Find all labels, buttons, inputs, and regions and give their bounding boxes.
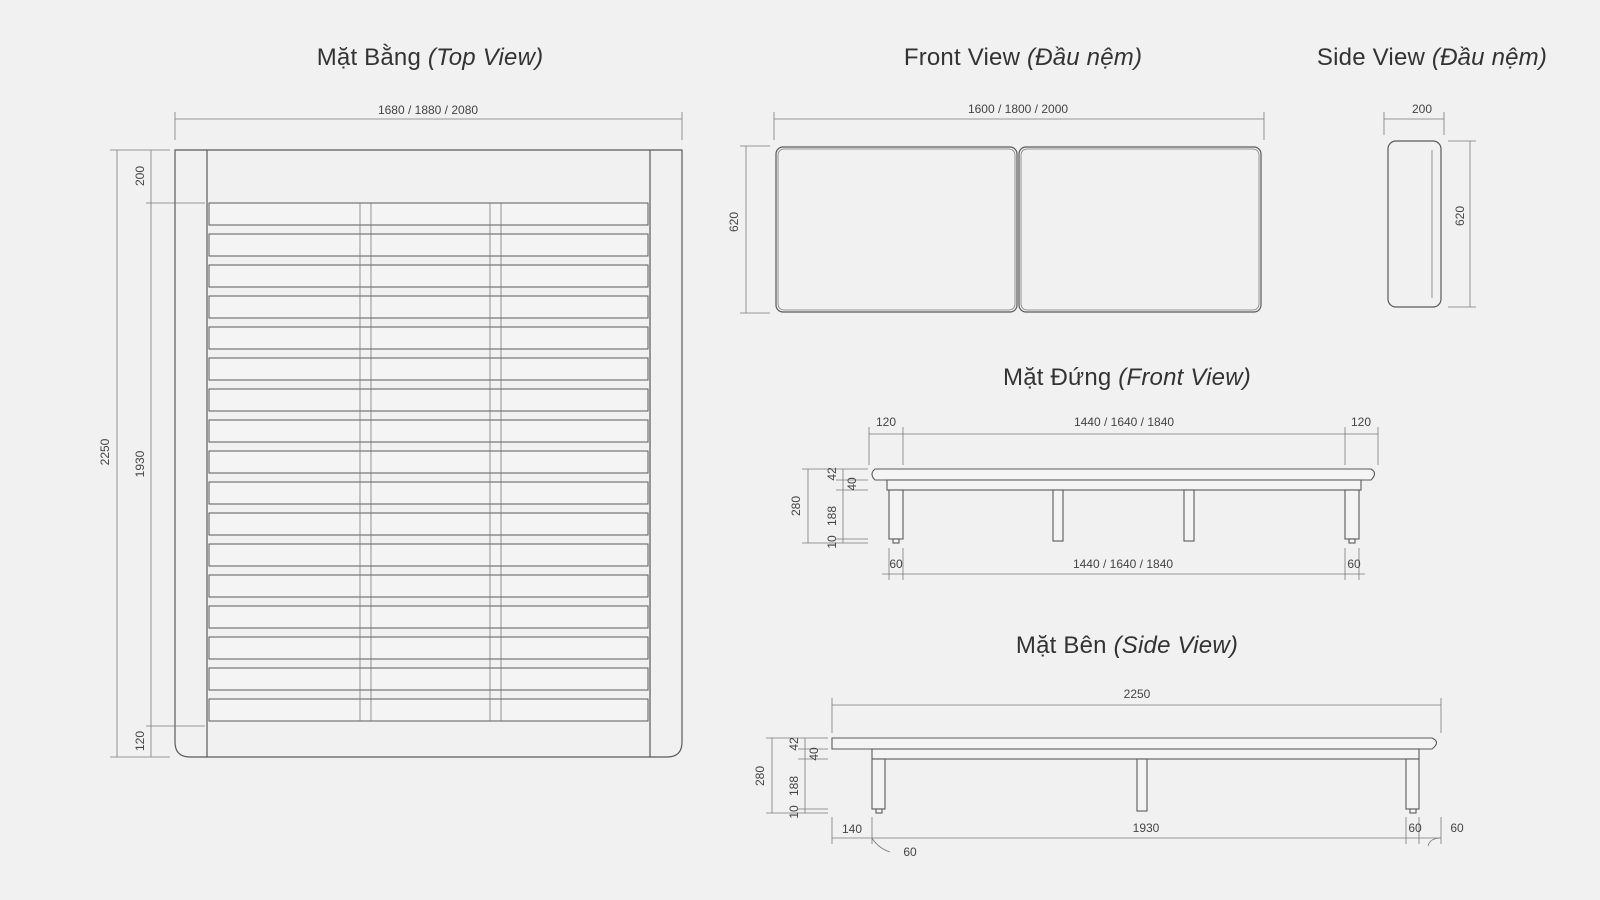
slat (208, 233, 649, 257)
cushion-seam (777, 148, 1016, 311)
top-view-title: Mặt Bằng (Top View) (317, 44, 544, 72)
slat (208, 481, 649, 505)
se-left-dim: 140 (842, 822, 862, 836)
foot (1409, 808, 1417, 814)
bed-frame-outline (174, 149, 683, 758)
foot (892, 538, 900, 544)
headboard-side-cushion (1387, 140, 1442, 308)
top-width-dim: 1680 / 1880 / 2080 (378, 103, 478, 117)
headboard-cushion-right (1018, 146, 1262, 313)
top-view-title-main: Mặt Bằng (316, 44, 422, 71)
headboard-front-title-sub: (Đầu nệm) (1026, 44, 1143, 71)
slat (208, 512, 649, 536)
slat (208, 419, 649, 443)
hb-side-height-dim: 620 (1453, 206, 1467, 226)
slat (208, 357, 649, 381)
top-overall-dim: 2250 (98, 438, 112, 465)
side-elevation-title-sub: (Side View) (1113, 632, 1239, 659)
se-leg-height-dim: 188 (787, 776, 801, 796)
fe-leg-right-dim: 60 (1347, 557, 1361, 571)
front-rail (886, 479, 1362, 491)
fe-right-dim: 120 (1351, 415, 1371, 429)
se-foot-dim: 10 (787, 805, 801, 819)
leg (888, 489, 904, 540)
headboard-side-title-main: Side View (1316, 44, 1426, 71)
se-left-leg-dim: 60 (903, 845, 917, 859)
slat (208, 388, 649, 412)
headboard-side-view: 200 620 (1383, 102, 1476, 308)
fe-mid-dim: 1440 / 1640 / 1840 (1074, 415, 1174, 429)
slat (208, 202, 649, 226)
top-head-dim: 200 (133, 166, 147, 186)
front-elevation-title: Mặt Đứng (Front View) (1003, 364, 1251, 392)
foot (875, 808, 883, 814)
se-total-height-dim: 280 (753, 766, 767, 786)
headboard-front-view: 1600 / 1800 / 2000 620 (727, 102, 1265, 314)
platform-top (871, 468, 1376, 481)
slat (208, 636, 649, 660)
headboard-side-title: Side View (Đầu nệm) (1317, 44, 1547, 72)
slat (208, 543, 649, 567)
slat (208, 450, 649, 474)
hb-front-width-dim: 1600 / 1800 / 2000 (968, 102, 1068, 116)
headboard-front-title: Front View (Đầu nệm) (904, 44, 1142, 72)
cushion-seam (1020, 148, 1260, 311)
top-foot-dim: 120 (133, 731, 147, 751)
leg (1405, 758, 1420, 810)
platform-top-side (831, 737, 1438, 750)
hb-front-height-dim: 620 (727, 212, 741, 232)
leg (871, 758, 886, 810)
se-mid-dim: 1930 (1133, 821, 1160, 835)
slat (208, 574, 649, 598)
top-view-plan: 1680 / 1880 / 2080 2250 200 1930 120 (98, 103, 683, 758)
leg (1052, 489, 1064, 542)
top-mid-dim: 1930 (133, 450, 147, 477)
leg (1183, 489, 1195, 542)
fe-leg-left-dim: 60 (889, 557, 903, 571)
se-rail-dim: 40 (807, 747, 821, 761)
slat (208, 605, 649, 629)
foot (1348, 538, 1356, 544)
headboard-side-title-sub: (Đầu nệm) (1431, 44, 1548, 71)
hb-side-width-dim: 200 (1412, 102, 1432, 116)
headboard-front-title-main: Front View (903, 44, 1021, 71)
fe-left-dim: 120 (876, 415, 896, 429)
top-view-title-sub: (Top View) (427, 44, 544, 71)
front-elevation-title-sub: (Front View) (1118, 364, 1251, 391)
fe-rail-dim: 40 (845, 477, 859, 491)
side-elevation-title: Mặt Bên (Side View) (1016, 632, 1238, 660)
leader-line (871, 837, 891, 853)
se-right-dim: 60 (1408, 821, 1422, 835)
fe-foot-dim: 10 (825, 535, 839, 549)
se-right-outer-dim: 60 (1450, 821, 1464, 835)
front-elevation-title-main: Mặt Đứng (1003, 364, 1112, 391)
fe-top-thickness-dim: 42 (825, 467, 839, 481)
slat-grid (208, 202, 649, 722)
se-length-dim: 2250 (1124, 687, 1151, 701)
fe-leg-mid-dim: 1440 / 1640 / 1840 (1073, 557, 1173, 571)
leg (1344, 489, 1360, 540)
slat (208, 326, 649, 350)
fe-total-height-dim: 280 (789, 496, 803, 516)
slat (208, 698, 649, 722)
se-top-thickness-dim: 42 (787, 737, 801, 751)
side-elevation-title-main: Mặt Bên (1015, 632, 1107, 659)
leader-line (1427, 837, 1442, 847)
side-elevation: 2250 280 42 40 188 10 140 1930 60 60 (753, 687, 1464, 859)
side-rail (871, 748, 1420, 760)
fe-leg-height-dim: 188 (825, 506, 839, 526)
slat (208, 667, 649, 691)
slat (208, 264, 649, 288)
slat (208, 295, 649, 319)
leg (1136, 758, 1148, 812)
headboard-cushion-left (775, 146, 1018, 313)
front-elevation: 120 1440 / 1640 / 1840 120 280 42 40 188… (789, 415, 1379, 580)
